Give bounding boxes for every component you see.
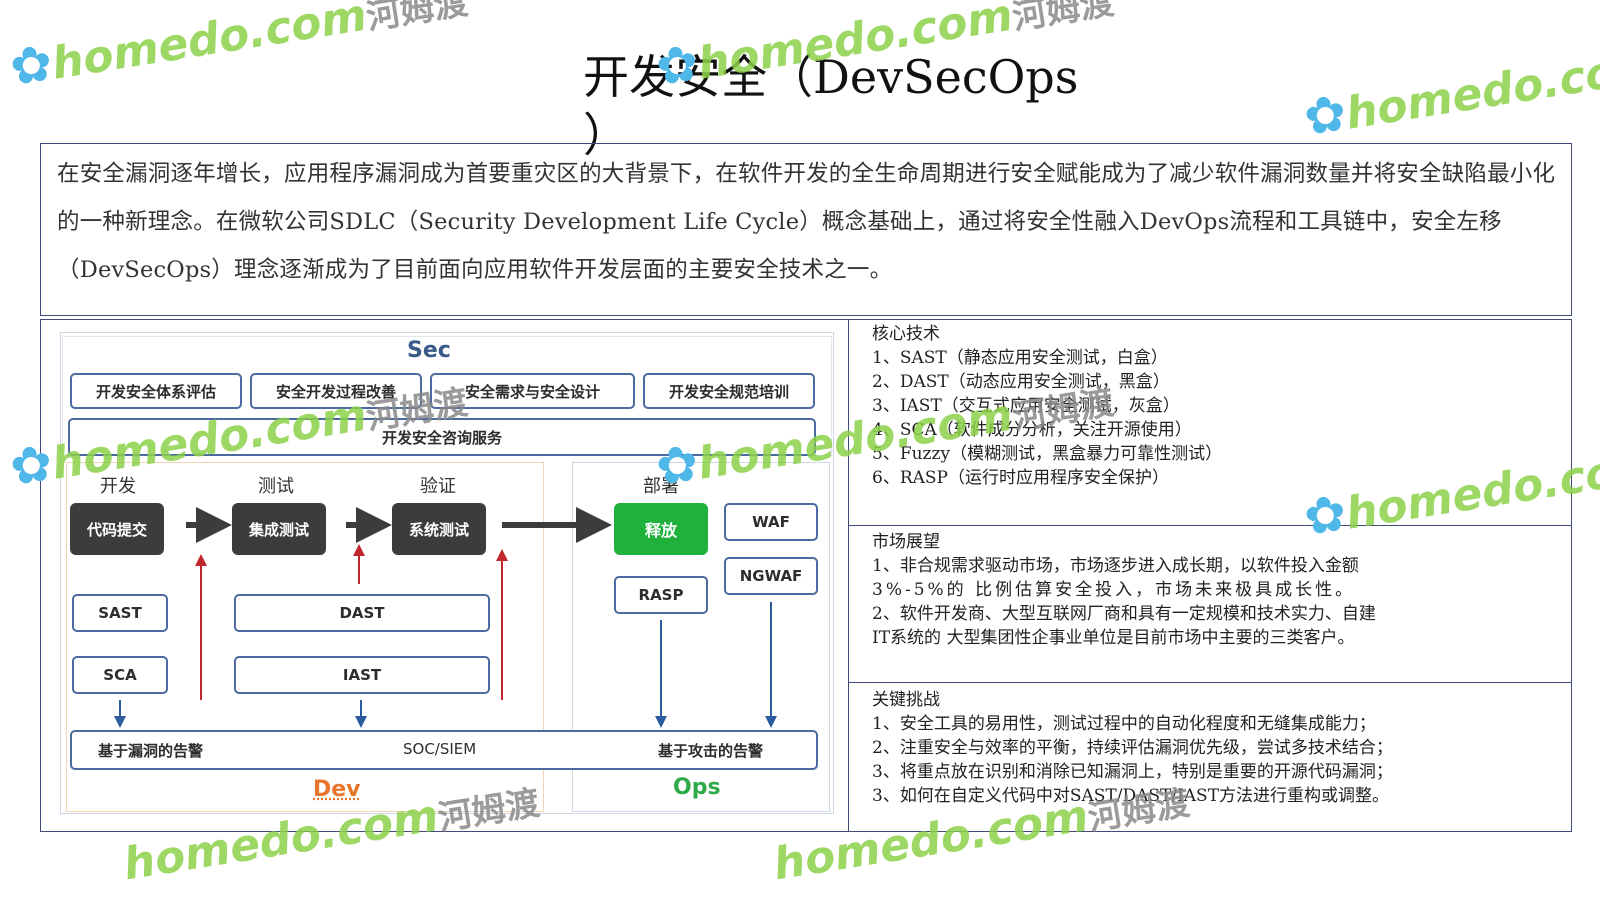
challenge-item: 3、将重点放在识别和消除已知漏洞上，特别是重要的开源代码漏洞； bbox=[872, 762, 1393, 782]
rasp-box: RASP bbox=[614, 576, 708, 614]
sca-box: SCA bbox=[72, 656, 168, 694]
system-test-box: 系统测试 bbox=[392, 503, 486, 555]
main-frame bbox=[40, 319, 1572, 832]
market-panel: 市场展望 1、非合规需求驱动市场，市场逐步进入成长期，以软件投入金额 3%-5%… bbox=[872, 530, 1562, 650]
core-tech-item: 2、DAST（动态应用安全测试，黑盒） bbox=[872, 372, 1170, 392]
market-line: IT系统的 大型集团性企事业单位是目前市场中主要的三类客户。 bbox=[872, 628, 1355, 648]
core-tech-item: 6、RASP（运行时应用程序安全保护） bbox=[872, 468, 1169, 488]
dev-label: Dev bbox=[313, 777, 361, 802]
ops-area bbox=[572, 462, 830, 812]
core-tech-panel: 核心技术 1、SAST（静态应用安全测试，白盒） 2、DAST（动态应用安全测试… bbox=[872, 322, 1562, 490]
challenges-heading: 关键挑战 bbox=[872, 690, 940, 710]
ops-label: Ops bbox=[673, 775, 721, 800]
integration-test-box: 集成测试 bbox=[232, 503, 326, 555]
market-line: 1、非合规需求驱动市场，市场逐步进入成长期，以软件投入金额 bbox=[872, 556, 1359, 576]
challenge-item: 2、注重安全与效率的平衡，持续评估漏洞优先级，尝试多技术结合； bbox=[872, 738, 1393, 758]
dev-area bbox=[66, 462, 544, 812]
sec-label: Sec bbox=[407, 338, 451, 363]
stage-verify-label: 验证 bbox=[420, 476, 456, 497]
alert-bar bbox=[70, 730, 818, 770]
sec-item-assessment: 开发安全体系评估 bbox=[70, 373, 242, 409]
page-title: 开发安全（DevSecOps ） bbox=[583, 50, 1079, 162]
market-line: 2、软件开发商、大型互联网厂商和具有一定规模和技术实力、自建 bbox=[872, 604, 1376, 624]
release-box: 释放 bbox=[614, 503, 708, 555]
vuln-alert-label: 基于漏洞的告警 bbox=[98, 742, 204, 760]
soc-siem-label: SOC/SIEM bbox=[403, 740, 477, 758]
waf-box: WAF bbox=[724, 503, 818, 541]
iast-box: IAST bbox=[234, 656, 490, 694]
sast-box: SAST bbox=[72, 594, 168, 632]
challenges-panel: 关键挑战 1、安全工具的易用性，测试过程中的自动化程度和无缝集成能力； 2、注重… bbox=[872, 688, 1562, 808]
consulting-service: 开发安全咨询服务 bbox=[68, 418, 816, 456]
code-commit-box: 代码提交 bbox=[70, 503, 164, 555]
core-tech-item: 1、SAST（静态应用安全测试，白盒） bbox=[872, 348, 1168, 368]
stage-dev-label: 开发 bbox=[100, 476, 136, 497]
sec-item-design: 安全需求与安全设计 bbox=[430, 373, 635, 409]
panel-divider-market bbox=[848, 525, 1572, 526]
intro-text: 在安全漏洞逐年增长，应用程序漏洞成为首要重灾区的大背景下，在软件开发的全生命周期… bbox=[57, 161, 1556, 283]
core-tech-heading: 核心技术 bbox=[872, 324, 940, 344]
challenge-item: 3、如何在自定义代码中对SAST/DAST/IAST方法进行重构或调整。 bbox=[872, 786, 1390, 806]
panel-divider-challenges bbox=[848, 682, 1572, 683]
sec-item-training: 开发安全规范培训 bbox=[643, 373, 815, 409]
core-tech-item: 5、Fuzzy（模糊测试，黑盒暴力可靠性测试） bbox=[872, 444, 1223, 464]
market-heading: 市场展望 bbox=[872, 532, 940, 552]
market-line: 3%-5%的 比例估算安全投入，市场未来极具成长性。 bbox=[872, 580, 1356, 600]
dast-box: DAST bbox=[234, 594, 490, 632]
intro-box: 在安全漏洞逐年增长，应用程序漏洞成为首要重灾区的大背景下，在软件开发的全生命周期… bbox=[40, 143, 1572, 316]
core-tech-item: 4、SCA（软件成分分析，关注开源使用） bbox=[872, 420, 1192, 440]
attack-alert-label: 基于攻击的告警 bbox=[658, 742, 764, 760]
panel-divider bbox=[848, 319, 849, 832]
sec-item-process: 安全开发过程改善 bbox=[250, 373, 422, 409]
stage-deploy-label: 部署 bbox=[643, 476, 679, 497]
ngwaf-box: NGWAF bbox=[724, 557, 818, 595]
core-tech-item: 3、IAST（交互式应用安全测试，灰盒） bbox=[872, 396, 1180, 416]
stage-test-label: 测试 bbox=[258, 476, 294, 497]
challenge-item: 1、安全工具的易用性，测试过程中的自动化程度和无缝集成能力； bbox=[872, 714, 1376, 734]
